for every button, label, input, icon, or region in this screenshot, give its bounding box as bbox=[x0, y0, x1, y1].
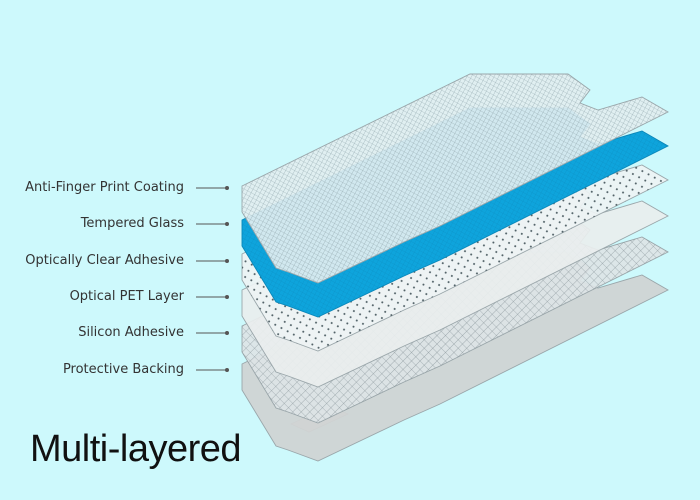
leader-dot-4 bbox=[225, 331, 229, 335]
leader-dot-1 bbox=[225, 222, 229, 226]
layer-label-0: Anti-Finger Print Coating bbox=[25, 180, 184, 195]
leader-dot-0 bbox=[225, 186, 229, 190]
layer-label-3: Optical PET Layer bbox=[69, 289, 184, 304]
leader-dot-3 bbox=[225, 295, 229, 299]
leader-dot-5 bbox=[225, 368, 229, 372]
caption-title: Multi-layered bbox=[30, 428, 242, 470]
layer-label-5: Protective Backing bbox=[62, 362, 184, 377]
layer-label-1: Tempered Glass bbox=[80, 216, 184, 231]
layer-label-4: Silicon Adhesive bbox=[78, 325, 184, 340]
leader-dot-2 bbox=[225, 259, 229, 263]
layer-texture-0 bbox=[242, 74, 668, 283]
layer-label-2: Optically Clear Adhesive bbox=[25, 253, 184, 268]
